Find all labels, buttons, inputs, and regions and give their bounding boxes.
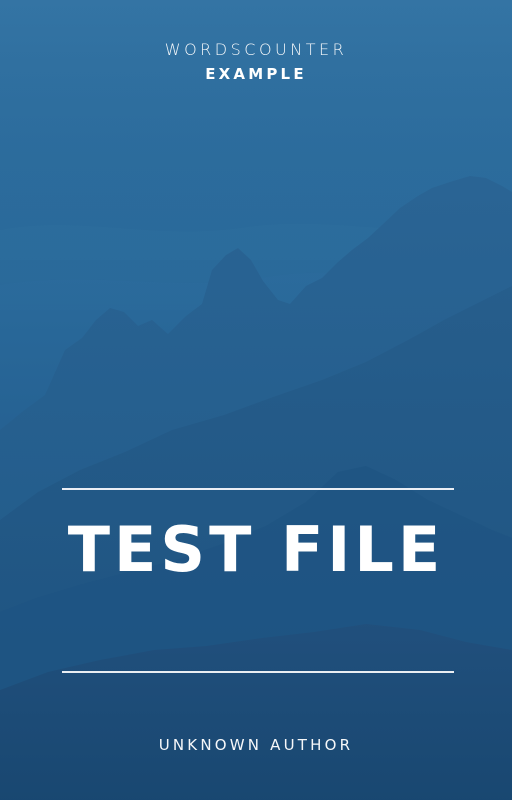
book-title: TEST FILE <box>67 513 445 586</box>
cover-header: WORDSCOUNTER EXAMPLE <box>0 40 512 84</box>
brand-name: WORDSCOUNTER <box>164 40 348 59</box>
author-name: UNKNOWN AUTHOR <box>158 736 354 754</box>
title-divider-top <box>62 488 454 490</box>
cover-subtitle: EXAMPLE <box>205 65 307 83</box>
foreground-slope <box>0 624 512 800</box>
title-divider-bottom <box>62 671 454 673</box>
